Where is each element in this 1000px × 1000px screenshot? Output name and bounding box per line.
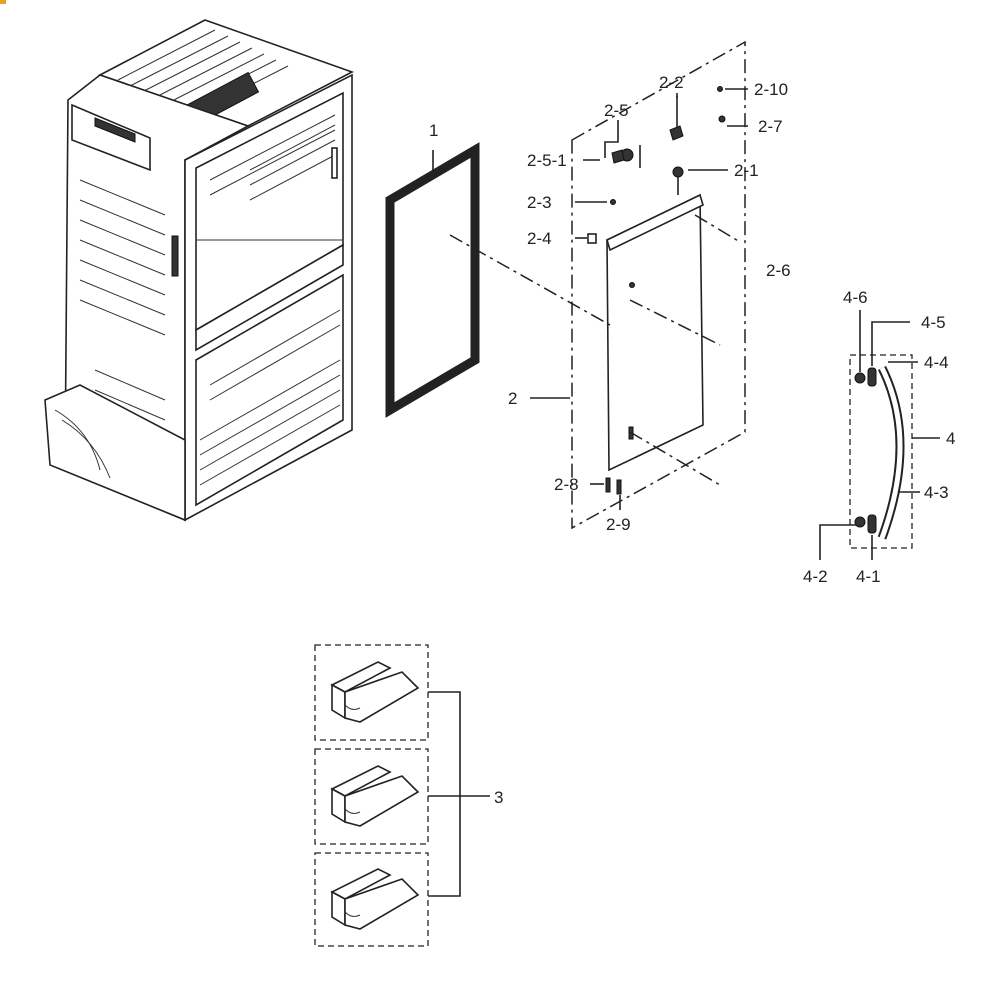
door-assembly-part-2: 2-2 2-10 2-7 2-5 2-5-1 2-1 2-3 2-4 2-6 2… bbox=[449, 40, 791, 534]
label-part-2-5: 2-5 bbox=[604, 101, 629, 120]
label-part-2-5-1: 2-5-1 bbox=[527, 151, 567, 170]
label-part-4-5: 4-5 bbox=[921, 313, 946, 332]
door-gasket-part-1: 1 bbox=[385, 121, 480, 418]
label-part-2-2: 2-2 bbox=[659, 73, 684, 92]
door-bin-1 bbox=[330, 661, 420, 723]
label-part-3: 3 bbox=[494, 788, 503, 807]
label-part-4: 4 bbox=[946, 429, 955, 448]
label-part-2-3: 2-3 bbox=[527, 193, 552, 212]
label-part-4-6: 4-6 bbox=[843, 288, 868, 307]
label-part-2: 2 bbox=[508, 389, 517, 408]
label-part-2-8: 2-8 bbox=[554, 475, 579, 494]
accent-mark bbox=[0, 0, 6, 4]
label-part-4-4: 4-4 bbox=[924, 353, 949, 372]
label-part-2-4: 2-4 bbox=[527, 229, 552, 248]
label-part-2-10: 2-10 bbox=[754, 80, 788, 99]
door-bin-2 bbox=[330, 765, 420, 827]
door-bins-part-3: 3 bbox=[314, 644, 503, 947]
label-part-4-2: 4-2 bbox=[803, 567, 828, 586]
handle-assembly-part-4: 4-6 4-5 4-4 4 4-3 4-2 4-1 bbox=[803, 288, 955, 586]
label-part-2-6: 2-6 bbox=[766, 261, 791, 280]
label-part-4-1: 4-1 bbox=[856, 567, 881, 586]
label-part-4-3: 4-3 bbox=[924, 483, 949, 502]
label-part-2-9: 2-9 bbox=[606, 515, 631, 534]
refrigerator-cabinet bbox=[44, 19, 355, 522]
door-bin-3 bbox=[330, 868, 420, 930]
label-part-1: 1 bbox=[429, 121, 438, 140]
label-part-2-7: 2-7 bbox=[758, 117, 783, 136]
label-part-2-1: 2-1 bbox=[734, 161, 759, 180]
